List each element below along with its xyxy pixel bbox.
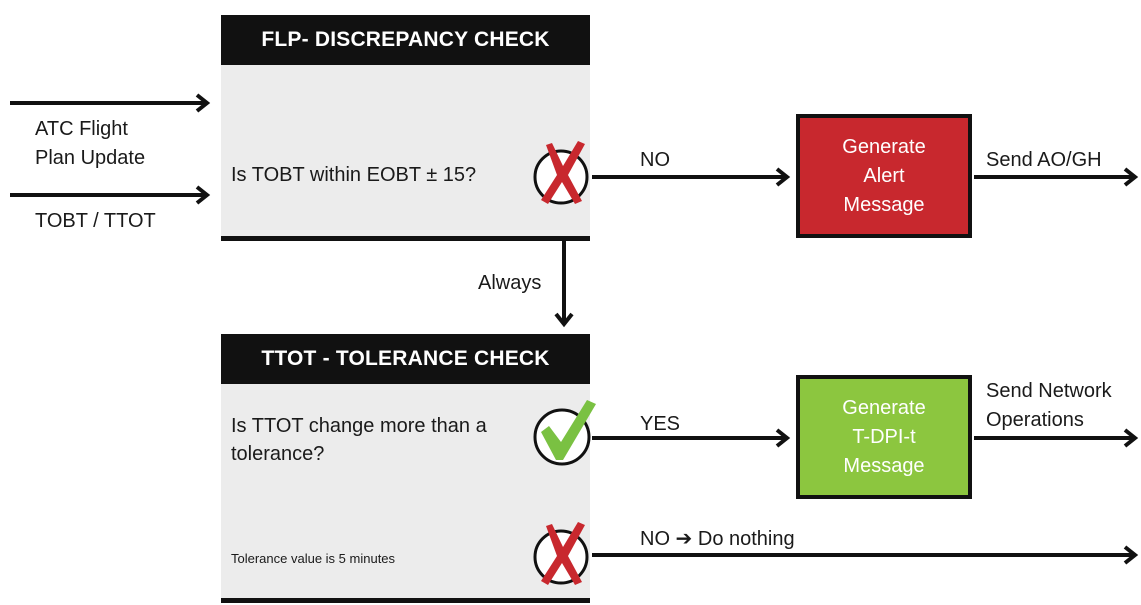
send-network-label-line1: Send Network bbox=[986, 380, 1112, 402]
generate-alert-line: Message bbox=[843, 193, 925, 216]
input-arrowhead-1 bbox=[195, 93, 211, 113]
flp-no-label: NO bbox=[640, 149, 670, 171]
generate-alert-line: Generate bbox=[842, 135, 926, 158]
ttot-yes-arrowhead bbox=[775, 428, 791, 448]
flp-check-divider bbox=[221, 236, 590, 241]
generate-tdpi-text: Generate T-DPI-t Message bbox=[842, 394, 925, 481]
cross-icon bbox=[533, 522, 589, 585]
ttot-check-question: Is TTOT change more than a tolerance? bbox=[231, 415, 487, 465]
flp-check-title: FLP- DISCREPANCY CHECK bbox=[221, 15, 590, 65]
flp-no-arrowhead bbox=[775, 167, 791, 187]
input-arrowhead-2 bbox=[195, 185, 211, 205]
send-aogh-arrowhead bbox=[1123, 167, 1139, 187]
generate-alert-text: Generate Alert Message bbox=[842, 133, 925, 220]
check-icon bbox=[533, 400, 596, 466]
generate-alert-line: Alert bbox=[863, 164, 905, 187]
generate-tdpi-line: T-DPI-t bbox=[852, 425, 916, 448]
generate-tdpi-box: Generate T-DPI-t Message bbox=[796, 375, 972, 499]
flp-check-question: Is TOBT within EOBT ± 15? bbox=[231, 164, 477, 186]
ttot-yes-label: YES bbox=[640, 413, 681, 435]
ttot-no-label: NO ➔ Do nothing bbox=[640, 528, 795, 550]
generate-tdpi-line: Generate bbox=[842, 396, 926, 419]
tolerance-note: Tolerance value is 5 minutes bbox=[231, 551, 396, 566]
ttot-no-arrowhead bbox=[1123, 545, 1139, 565]
flp-check-panel bbox=[221, 65, 590, 237]
always-label: Always bbox=[478, 272, 542, 294]
generate-tdpi-line: Message bbox=[843, 454, 925, 477]
send-aogh-label: Send AO/GH bbox=[986, 149, 1102, 171]
ttot-check-bottom-border bbox=[221, 598, 590, 603]
input-label-tobt-ttot: TOBT / TTOT bbox=[35, 210, 156, 232]
ttot-check-panel bbox=[221, 384, 590, 599]
send-network-label-line2: Operations bbox=[986, 409, 1084, 431]
always-arrowhead bbox=[554, 312, 574, 328]
input-label-line2: Plan Update bbox=[35, 147, 146, 169]
input-label-line1: ATC Flight bbox=[35, 118, 128, 140]
ttot-check-title: TTOT - TOLERANCE CHECK bbox=[221, 334, 590, 384]
generate-alert-box: Generate Alert Message bbox=[796, 114, 972, 238]
cross-icon bbox=[533, 141, 589, 205]
send-network-arrowhead bbox=[1123, 428, 1139, 448]
